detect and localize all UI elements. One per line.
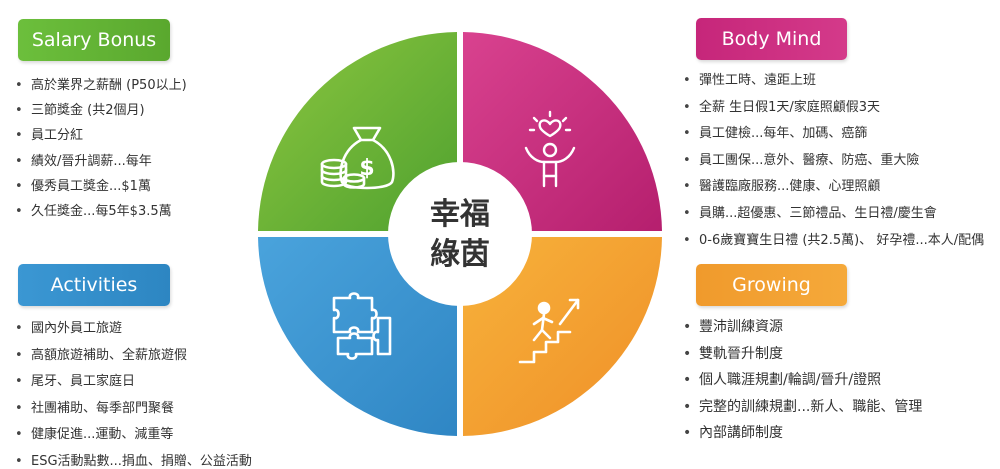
- list-item: 彈性工時、遠距上班: [683, 71, 984, 98]
- list-item: 醫護臨廠服務...健康、心理照顧: [683, 177, 984, 204]
- list-item: 優秀員工獎金...$1萬: [15, 177, 187, 202]
- list-item: 員工團保...意外、醫療、防癌、重大險: [683, 151, 984, 178]
- list-item: 健康促進...運動、減重等: [15, 425, 252, 452]
- list-item: ESG活動點數...捐血、捐贈、公益活動: [15, 452, 252, 469]
- activities-list: 國內外員工旅遊 高額旅遊補助、全薪旅遊假 尾牙、員工家庭日 社團補助、每季部門聚…: [15, 319, 252, 469]
- salary-bonus-title: Salary Bonus: [18, 19, 170, 61]
- list-item: 雙軌晉升制度: [683, 344, 922, 371]
- list-item: 全薪 生日假1天/家庭照顧假3天: [683, 98, 984, 125]
- list-item: 個人職涯規劃/輪調/晉升/證照: [683, 370, 922, 397]
- list-item: 完整的訓練規劃...新人、職能、管理: [683, 397, 922, 424]
- list-item: 國內外員工旅遊: [15, 319, 252, 346]
- center-title-line1: 幸福: [430, 197, 490, 232]
- svg-text:$: $: [359, 156, 374, 181]
- list-item: 績效/晉升調薪...每年: [15, 152, 187, 177]
- list-item: 高額旅遊補助、全薪旅遊假: [15, 346, 252, 373]
- money-bag-coins-icon: $: [320, 126, 395, 190]
- list-item: 0-6歲寶寶生日禮 (共2.5萬)、 好孕禮...本人/配偶: [683, 231, 984, 258]
- list-item: 尾牙、員工家庭日: [15, 372, 252, 399]
- heart-person-icon: [524, 110, 576, 188]
- list-item: 員購...超優惠、三節禮品、生日禮/慶生會: [683, 204, 984, 231]
- salary-bonus-list: 高於業界之薪酬 (P50以上) 三節獎金 (共2個月) 員工分紅 績效/晉升調薪…: [15, 76, 187, 227]
- list-item: 員工分紅: [15, 126, 187, 151]
- growing-list: 豐沛訓練資源 雙軌晉升制度 個人職涯規劃/輪調/晉升/證照 完整的訓練規劃...…: [683, 317, 922, 450]
- body-mind-list: 彈性工時、遠距上班 全薪 生日假1天/家庭照顧假3天 員工健檢...每年、加碼、…: [683, 71, 984, 257]
- benefits-wheel: 幸福 綠茵 $: [258, 32, 662, 436]
- activities-title: Activities: [18, 264, 170, 306]
- list-item: 內部講師制度: [683, 423, 922, 450]
- list-item: 豐沛訓練資源: [683, 317, 922, 344]
- list-item: 員工健檢...每年、加碼、癌篩: [683, 124, 984, 151]
- growing-quadrant: [463, 237, 662, 436]
- list-item: 三節獎金 (共2個月): [15, 101, 187, 126]
- center-circle: [388, 162, 532, 306]
- body-mind-title: Body Mind: [696, 18, 847, 60]
- list-item: 久任獎金...每5年$3.5萬: [15, 202, 187, 227]
- list-item: 社團補助、每季部門聚餐: [15, 399, 252, 426]
- stairs-climb-icon: [518, 298, 580, 364]
- list-item: 高於業界之薪酬 (P50以上): [15, 76, 187, 101]
- center-title-line2: 綠茵: [430, 237, 490, 272]
- growing-title: Growing: [696, 264, 847, 306]
- body-mind-quadrant: [463, 32, 662, 231]
- puzzle-icon: [332, 292, 392, 360]
